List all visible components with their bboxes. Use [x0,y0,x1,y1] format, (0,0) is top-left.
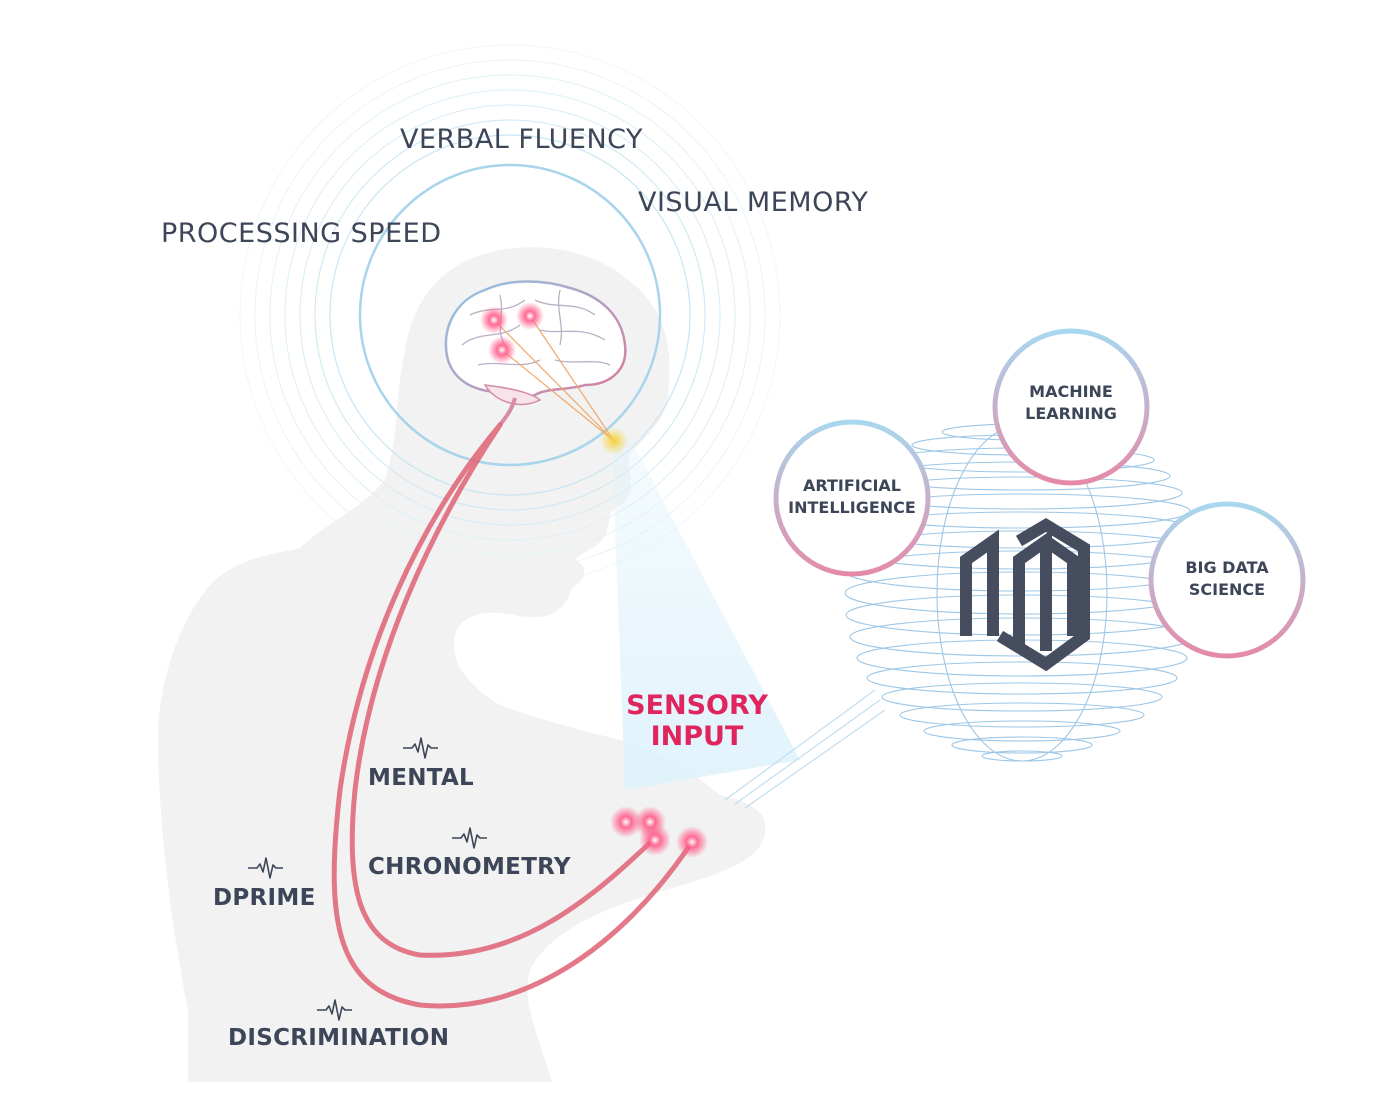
eye-glow [600,427,628,455]
processing-speed-label: PROCESSING SPEED [161,218,442,249]
chronometry-label: CHRONOMETRY [368,854,571,880]
waveform-icon [248,857,283,879]
connection-lines [724,689,886,809]
sensory-beam [612,438,800,790]
nerve-lines [331,422,695,1009]
waveform-icon [317,999,352,1021]
artificial-intelligence-circle [773,419,931,577]
big-data-science-line2: SCIENCE [1188,580,1266,599]
big-data-science-circle [1148,501,1306,659]
sparkle-icon [480,302,708,858]
sensory-input-line1: SENSORY [626,690,768,721]
dprime-label: DPRIME [213,885,316,911]
machine-learning-circle [992,328,1150,486]
verbal-fluency-label: VERBAL FLUENCY [400,124,644,155]
big-data-science-line1: BIG DATA [1185,558,1269,577]
waveform-icon [452,827,487,849]
sensory-input-line2: INPUT [650,721,744,752]
sensory-input-label: SENSORY INPUT [612,690,782,752]
cognitive-rings [239,44,781,586]
logo-icon [960,518,1090,672]
big-data-science-label: BIG DATA SCIENCE [1152,557,1302,601]
artificial-intelligence-line1: ARTIFICIAL [802,476,901,495]
artificial-intelligence-line2: INTELLIGENCE [788,498,916,517]
machine-learning-line1: MACHINE [1029,382,1113,401]
artificial-intelligence-label: ARTIFICIAL INTELLIGENCE [772,475,932,519]
visual-memory-label: VISUAL MEMORY [638,187,869,218]
waveform-icon [403,737,438,759]
machine-learning-line2: LEARNING [1025,404,1117,423]
discrimination-label: DISCRIMINATION [228,1025,450,1051]
machine-learning-label: MACHINE LEARNING [996,381,1146,425]
mental-label: MENTAL [368,765,475,791]
